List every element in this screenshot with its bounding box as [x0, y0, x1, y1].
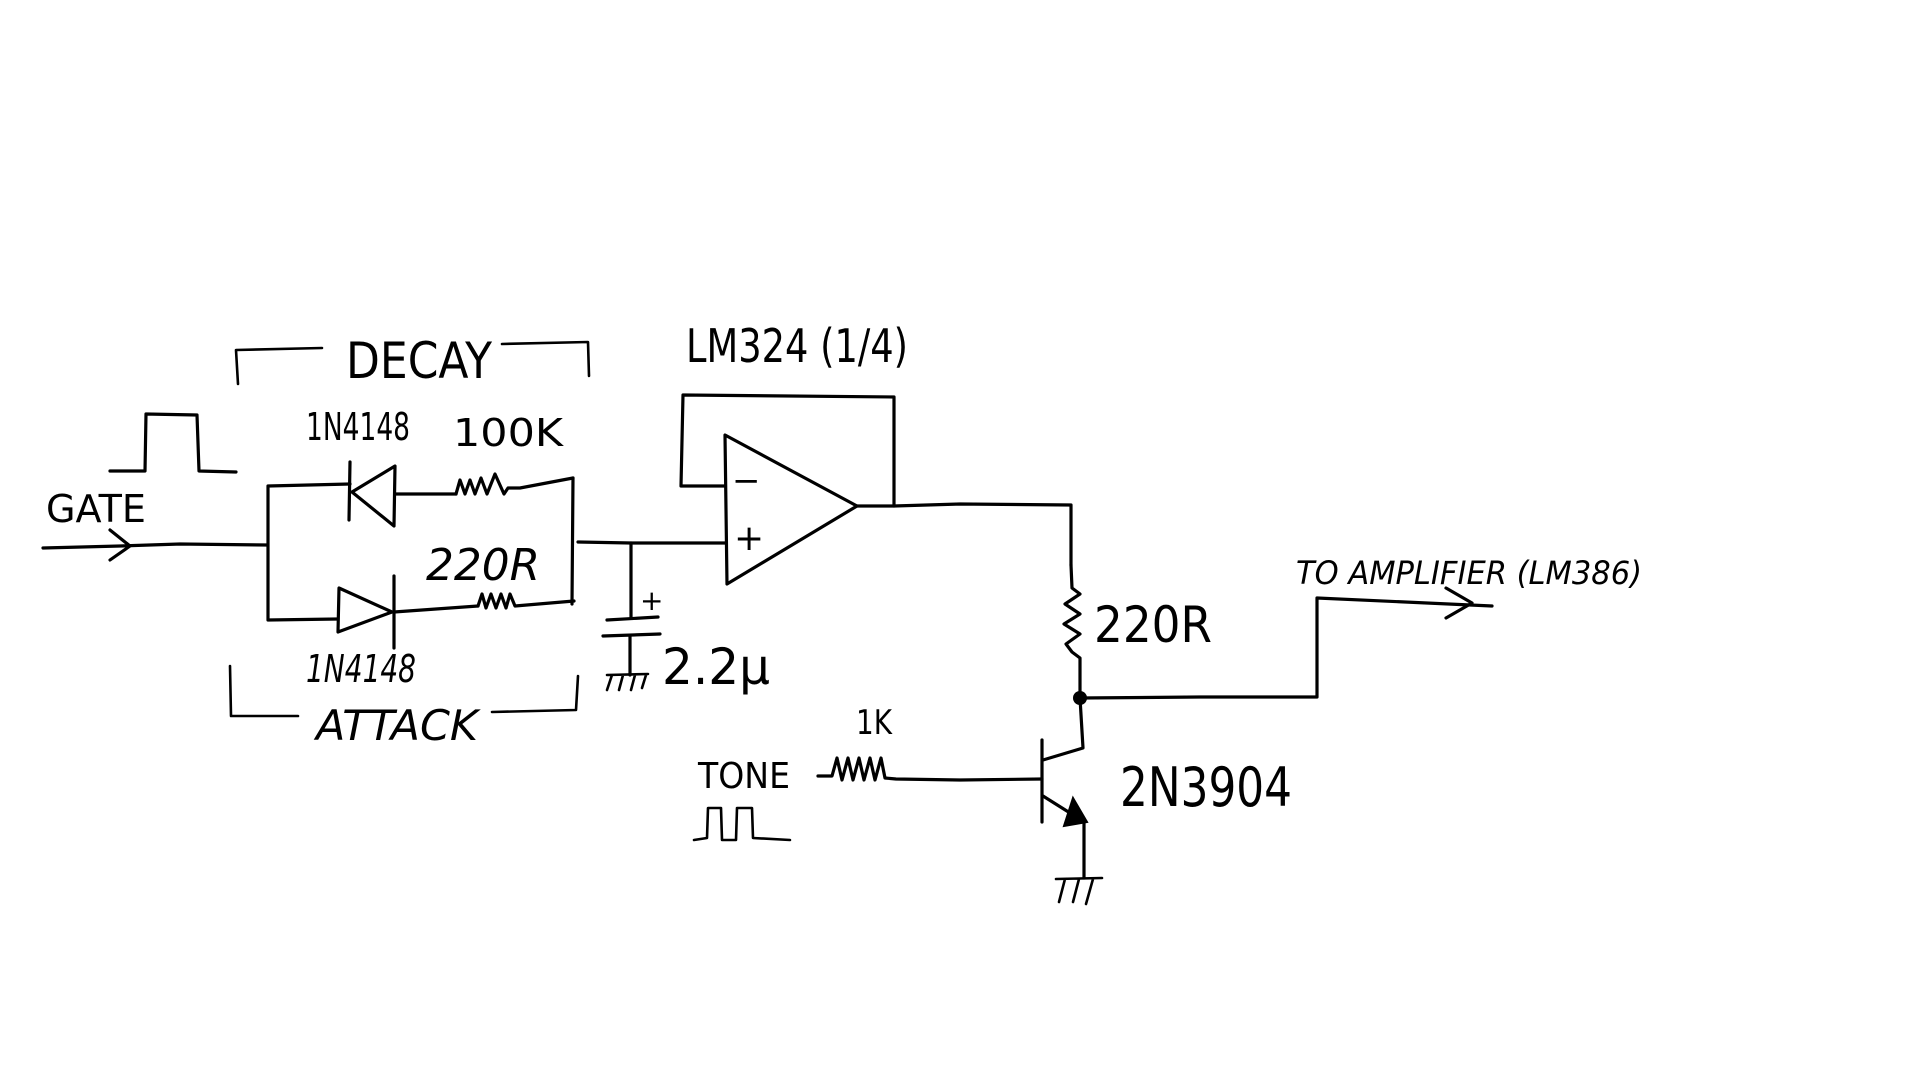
attack-decay-network: 1N4148 100K 1N4148 220R: [266, 405, 576, 691]
transistor-2n3904: 2N3904: [1040, 696, 1292, 906]
opamp-triangle: [723, 433, 859, 586]
diode-decay: [347, 460, 397, 528]
resistor-base-label: 1K: [856, 703, 893, 743]
diode-attack: [336, 574, 396, 650]
resistor-collector-label: 220R: [1094, 596, 1212, 654]
gate-arrow-icon: [108, 528, 132, 562]
wire-envelope: [576, 540, 728, 545]
attack-bracket: ATTACK: [228, 664, 580, 750]
resistor-collector: 220R: [1062, 563, 1212, 700]
opamp-lm324: LM324 (1/4) − +: [679, 319, 1073, 586]
gate-pulse-icon: [108, 412, 238, 474]
resistor-decay-label: 100K: [453, 411, 564, 455]
transistor-ground-icon: [1054, 876, 1104, 906]
tone-input: TONE 1K: [692, 703, 1044, 842]
opamp-label: LM324 (1/4): [686, 319, 908, 373]
tone-square-wave-icon: [692, 806, 792, 842]
gate-label: GATE: [46, 487, 146, 531]
opamp-feedback-wire: [679, 393, 896, 508]
output-label: TO AMPLIFIER (LM386): [1296, 554, 1642, 592]
resistor-decay: [454, 472, 575, 496]
diode-decay-bar: [347, 460, 352, 522]
capacitor-polarity: +: [640, 584, 663, 617]
gate-wire: [41, 542, 269, 550]
network-left-rail: [266, 482, 352, 622]
transistor-emitter-arrow-icon: [1062, 795, 1089, 828]
diode-attack-label: 1N4148: [306, 647, 416, 691]
wire-attack-path: [392, 604, 480, 614]
network-right-rail: [570, 476, 575, 606]
resistor-attack-label: 220R: [426, 540, 540, 591]
decay-label: DECAY: [346, 332, 492, 390]
transistor-collector: [1041, 696, 1085, 762]
transistor-label: 2N3904: [1120, 756, 1292, 819]
opamp-inverting-sign: −: [732, 461, 761, 501]
decay-bracket: DECAY: [234, 332, 591, 390]
resistor-base: [816, 756, 1044, 782]
opamp-output-wire: [855, 502, 1073, 567]
capacitor-c1: + 2.2μ: [601, 541, 770, 696]
output-wire: [1078, 596, 1494, 700]
capacitor-label: 2.2μ: [662, 638, 770, 696]
resistor-attack: [476, 592, 576, 610]
capacitor-plate-negative: [601, 632, 662, 638]
capacitor-plate-positive: [605, 615, 660, 622]
diode-decay-triangle: [350, 464, 397, 528]
capacitor-ground-icon: [605, 672, 650, 692]
diode-decay-label: 1N4148: [306, 405, 410, 449]
opamp-noninverting-sign: +: [734, 518, 764, 559]
attack-label: ATTACK: [313, 701, 482, 750]
gate-input: GATE: [41, 412, 269, 562]
output-arrow-icon: [1444, 586, 1474, 620]
tone-label: TONE: [697, 756, 790, 797]
resistor-collector-zigzag: [1062, 563, 1082, 700]
diode-attack-triangle: [336, 586, 394, 634]
